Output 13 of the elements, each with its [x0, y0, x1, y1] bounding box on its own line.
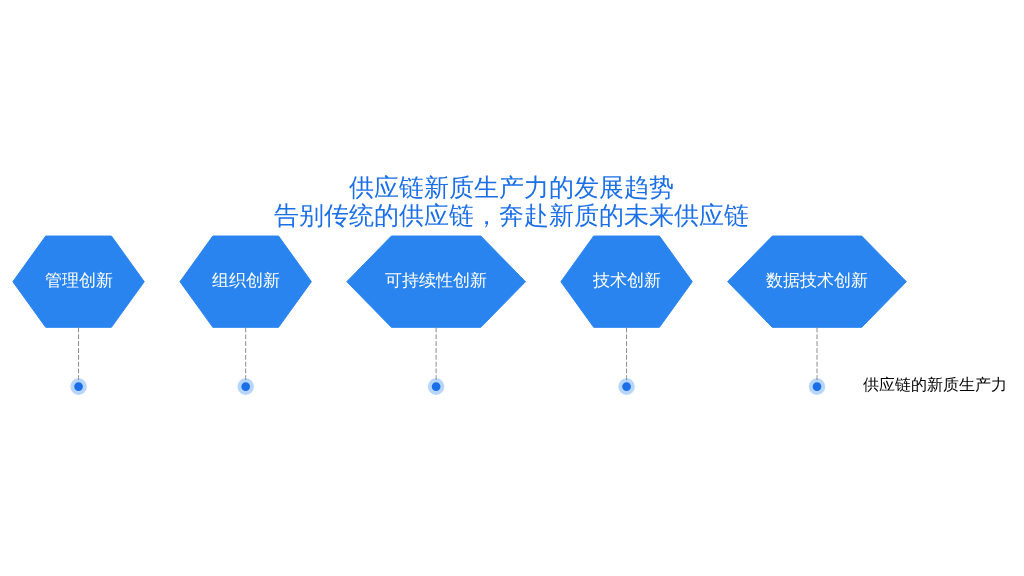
connector [245, 327, 247, 381]
node-circle [237, 378, 254, 395]
connector [816, 327, 818, 381]
diagram-title: 供应链新质生产力的发展趋势 [349, 172, 675, 202]
node-circle [808, 378, 826, 395]
node-circle [618, 378, 635, 395]
node-circle [427, 378, 445, 395]
connector [435, 327, 437, 381]
label: 供应链的新质生产力 [862, 376, 1007, 395]
node-circle [70, 378, 87, 395]
caption: 告别传统的供应链，奔赴新质的未来供应链 [274, 201, 750, 231]
connector [78, 327, 80, 381]
connector [626, 327, 628, 381]
